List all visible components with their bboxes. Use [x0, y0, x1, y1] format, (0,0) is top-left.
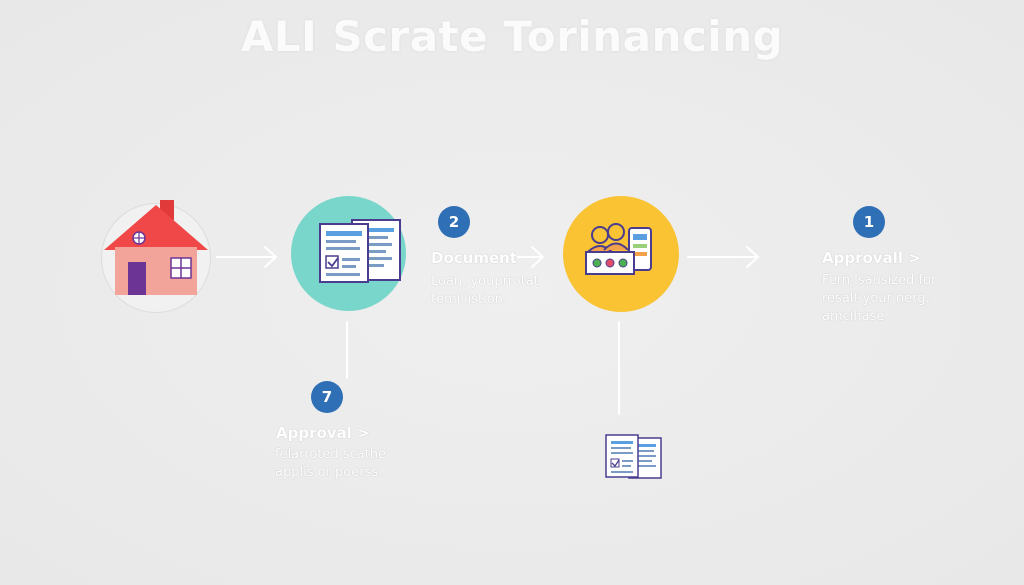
- step-document-description: Loan, youprrotat temillistion.: [431, 273, 539, 309]
- small-documents-icon: [605, 434, 662, 479]
- description-line: resalt your nerg.: [822, 291, 930, 306]
- arrow-document-to-meeting: [517, 246, 544, 268]
- description-line: felarroted scathe: [275, 447, 386, 462]
- description-line: temillistion.: [431, 292, 508, 307]
- step-approval-bottom-label: Approval >: [276, 424, 370, 442]
- description-line: applis or poerss.: [275, 465, 383, 480]
- arrow-meeting-to-approval: [687, 246, 759, 268]
- step-approval-right-label: Approvall >: [822, 249, 921, 267]
- description-line: Loan, youprrotat: [431, 274, 539, 289]
- step-approval-bottom-description: felarroted scathe applis or poerss.: [275, 446, 386, 482]
- description-line: Fern lsausized for: [822, 273, 937, 288]
- step-document-label: Document: [431, 249, 517, 267]
- step-1-badge: 1: [853, 206, 885, 238]
- meeting-icon: [585, 223, 652, 275]
- description-line: amcihase: [822, 309, 885, 324]
- arrow-house-to-documents: [216, 246, 277, 268]
- step-7-badge: 7: [311, 381, 343, 413]
- diagram-title: ALI Scrate Torinancing: [240, 12, 784, 61]
- house-icon: [104, 200, 208, 295]
- documents-icon: [319, 219, 401, 283]
- step-2-badge: 2: [438, 206, 470, 238]
- step-approval-right-description: Fern lsausized for resalt your nerg. amc…: [822, 272, 936, 326]
